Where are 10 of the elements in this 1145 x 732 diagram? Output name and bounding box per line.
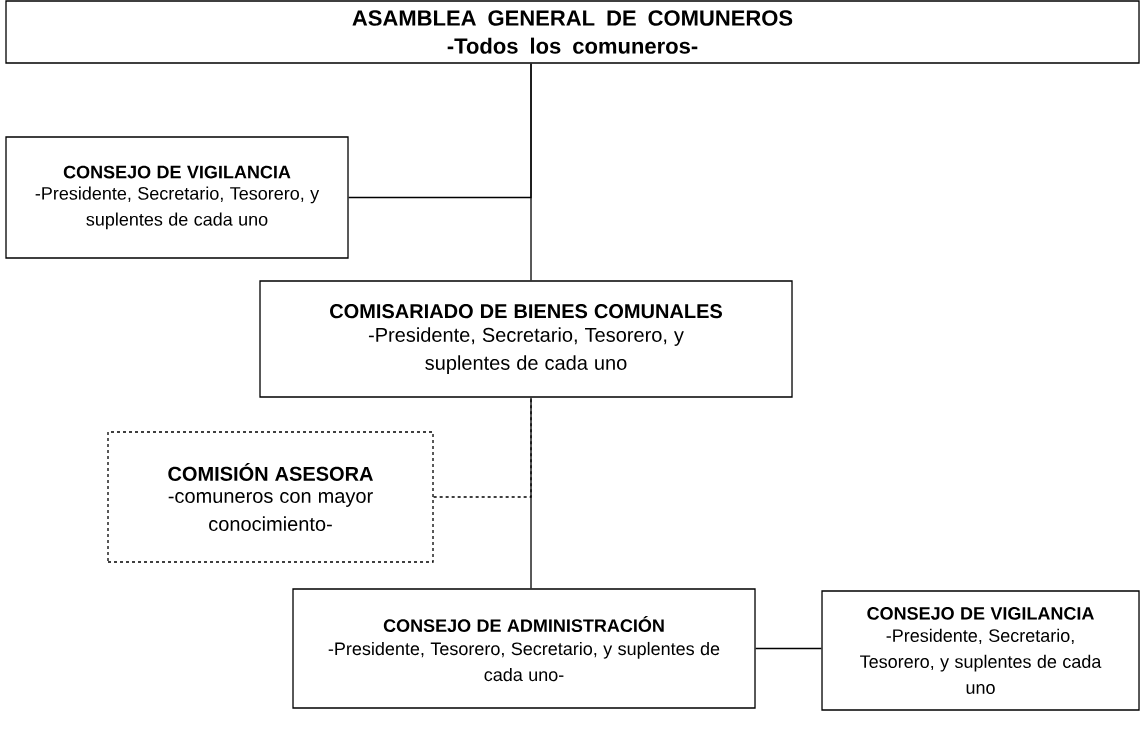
org-box: COMISARIADO DE BIENES COMUNALES -Presidente, Secretario, Tesorero, y suplentes de cada uno bbox=[259, 280, 793, 398]
connector-line bbox=[433, 397, 532, 498]
org-box: ASAMBLEA GENERAL DE COMUNEROS -Todos los comuneros- bbox=[5, 0, 1140, 64]
connector-line bbox=[755, 647, 822, 650]
dashed-box: COMISIÓN ASESORA -comuneros con mayor conocimiento- bbox=[107, 431, 434, 563]
org-box: CONSEJO DE VIGILANCIA -Presidente, Secretario, Tesorero, y suplentes de cada uno bbox=[821, 590, 1140, 711]
org-box: CONSEJO DE VIGILANCIA -Presidente, Secretario, Tesorero, y suplentes de cada uno bbox=[5, 136, 349, 259]
connector-line bbox=[348, 63, 532, 199]
connector-line bbox=[530, 397, 532, 589]
org-box: CONSEJO DE ADMINISTRACIÓN -Presidente, Tesorero, Secretario, y suplentes de cada uno- bbox=[292, 588, 756, 709]
